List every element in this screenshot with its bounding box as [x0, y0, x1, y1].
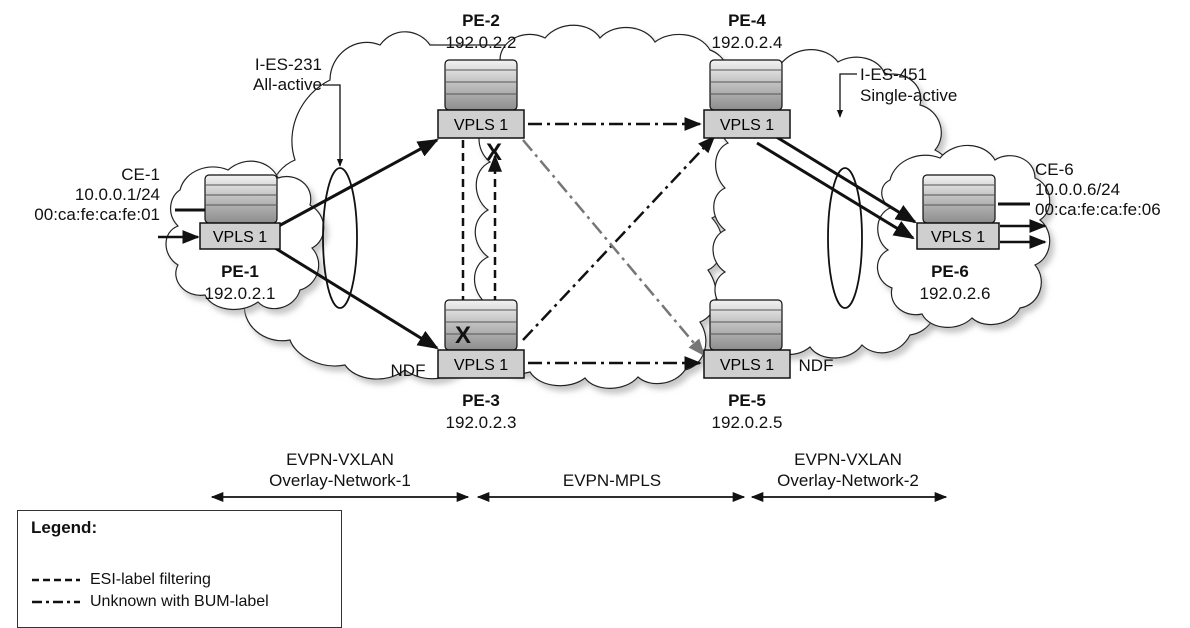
pe2-name: PE-2	[462, 11, 500, 30]
vpls-label-pe4: VPLS 1	[720, 117, 774, 134]
vpls-label-pe3: VPLS 1	[454, 357, 508, 374]
router-pe3[interactable]: VPLS 1	[438, 300, 524, 378]
legend-item-bum-label: Unknown with BUM-label	[30, 591, 269, 613]
legend-label: Unknown with BUM-label	[90, 593, 269, 611]
router-pe2[interactable]: VPLS 1	[438, 60, 524, 138]
legend: Legend: ESI-label filtering Unknown with…	[17, 510, 342, 628]
pe6-name: PE-6	[931, 262, 969, 281]
domain2-line2: EVPN-MPLS	[563, 471, 661, 490]
dash-dot-line-icon	[30, 599, 82, 605]
domain3-line2: Overlay-Network-2	[777, 471, 919, 490]
legend-item-esi-filtering: ESI-label filtering	[30, 569, 211, 591]
ce6-mac: 00:ca:fe:ca:fe:06	[1035, 200, 1161, 219]
legend-title: Legend:	[31, 518, 97, 538]
ce1-mac: 00:ca:fe:ca:fe:01	[34, 205, 160, 224]
es451-mode: Single-active	[860, 86, 957, 105]
domain1-line2: Overlay-Network-1	[269, 471, 411, 490]
vpls-label-pe5: VPLS 1	[720, 357, 774, 374]
pe2-ip: 192.0.2.2	[446, 33, 517, 52]
ce1-ip: 10.0.0.1/24	[75, 185, 160, 204]
router-pe4[interactable]: VPLS 1	[704, 60, 790, 138]
pe4-ip: 192.0.2.4	[712, 33, 783, 52]
ce6-name: CE-6	[1035, 160, 1074, 179]
es231-mode: All-active	[253, 75, 322, 94]
domain1-line1: EVPN-VXLAN	[286, 450, 394, 469]
pe6-ip: 192.0.2.6	[920, 284, 991, 303]
ce1-name: CE-1	[121, 165, 160, 184]
pe3-name: PE-3	[462, 391, 500, 410]
pe5-name: PE-5	[728, 391, 766, 410]
es451-name: I-ES-451	[860, 65, 927, 84]
vpls-label-pe6: VPLS 1	[931, 229, 985, 246]
es231-name: I-ES-231	[255, 55, 322, 74]
domain3-line1: EVPN-VXLAN	[794, 450, 902, 469]
router-pe5[interactable]: VPLS 1	[704, 300, 790, 378]
blocked-marker-pe2: X	[486, 139, 502, 166]
dashed-line-icon	[30, 577, 82, 583]
ce6-ip: 10.0.0.6/24	[1035, 180, 1120, 199]
pe5-ip: 192.0.2.5	[712, 413, 783, 432]
router-pe1[interactable]: VPLS 1	[200, 175, 280, 249]
pe4-name: PE-4	[728, 11, 766, 30]
router-pe6[interactable]: VPLS 1	[917, 175, 999, 249]
pe3-ip: 192.0.2.3	[446, 413, 517, 432]
vpls-label-pe1: VPLS 1	[213, 229, 267, 246]
pe1-ip: 192.0.2.1	[205, 284, 276, 303]
pe5-role: NDF	[799, 356, 834, 375]
pe3-role: NDF	[391, 361, 426, 380]
vpls-label-pe2: VPLS 1	[454, 117, 508, 134]
legend-label: ESI-label filtering	[90, 571, 211, 589]
pe1-name: PE-1	[221, 262, 259, 281]
blocked-marker-pe3: X	[455, 322, 471, 349]
